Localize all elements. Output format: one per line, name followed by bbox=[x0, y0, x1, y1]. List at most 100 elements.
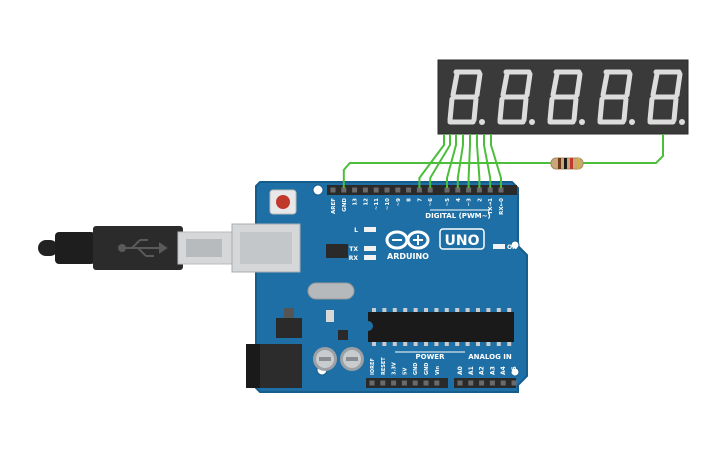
model-badge: UNO bbox=[439, 228, 485, 250]
digital-pin-label: 2 bbox=[477, 198, 483, 202]
segment bbox=[474, 71, 483, 98]
power-pin-label: 3.3V bbox=[392, 362, 398, 375]
power-pin[interactable] bbox=[423, 380, 429, 386]
header-pin[interactable] bbox=[416, 187, 422, 193]
analog-pin-label: A5 bbox=[511, 366, 518, 375]
display-wire bbox=[467, 134, 471, 188]
digital-pin-label: 8 bbox=[407, 198, 413, 202]
display-wire bbox=[418, 134, 445, 188]
header-pin[interactable] bbox=[373, 187, 379, 193]
header-pin[interactable] bbox=[487, 187, 493, 193]
header-pin[interactable] bbox=[395, 187, 401, 193]
segment bbox=[497, 96, 505, 123]
chip-pin bbox=[392, 308, 397, 312]
led-l: L bbox=[354, 227, 376, 234]
digital-pin-label: ~3 bbox=[467, 198, 473, 207]
analog-pin[interactable] bbox=[511, 380, 517, 386]
analog-pin[interactable] bbox=[479, 380, 485, 386]
header-pin[interactable] bbox=[466, 187, 472, 193]
chip-pin bbox=[486, 308, 491, 312]
chip-pin bbox=[486, 342, 491, 346]
capacitor bbox=[340, 347, 364, 371]
digital-pin-label: 12 bbox=[363, 198, 369, 206]
usb-cable[interactable] bbox=[38, 226, 234, 270]
digit: 8. bbox=[597, 69, 635, 125]
display-wire bbox=[483, 134, 492, 188]
analog-pin[interactable] bbox=[500, 380, 506, 386]
chip-pin bbox=[444, 342, 449, 346]
mounting-hole bbox=[510, 240, 520, 250]
decimal-point bbox=[679, 119, 685, 125]
header-pin[interactable] bbox=[362, 187, 368, 193]
digital-pin-label: TX→1 bbox=[488, 198, 494, 215]
decimal-point bbox=[479, 119, 485, 125]
power-pin[interactable] bbox=[391, 380, 397, 386]
mounting-hole bbox=[510, 367, 520, 377]
analog-pin-label: A0 bbox=[457, 366, 464, 375]
header-pin[interactable] bbox=[498, 187, 504, 193]
segment bbox=[574, 71, 583, 98]
power-header-label: POWER bbox=[416, 353, 446, 361]
digital-pin-label: ~10 bbox=[385, 198, 391, 210]
decimal-point bbox=[629, 119, 635, 125]
digital-pin-label: 13 bbox=[353, 198, 359, 206]
header-pin[interactable] bbox=[352, 187, 358, 193]
digit: 8. bbox=[647, 69, 685, 125]
segment bbox=[647, 96, 655, 123]
digital-header-label: DIGITAL (PWM~) bbox=[425, 212, 490, 220]
digital-pin-label: ~6 bbox=[428, 198, 434, 207]
reset-button[interactable] bbox=[269, 189, 297, 215]
seven-segment-display[interactable]: 8.8.8.8.8. bbox=[0, 0, 689, 135]
chip-pin bbox=[476, 342, 480, 346]
segment bbox=[650, 71, 660, 98]
header-pin[interactable] bbox=[444, 187, 450, 193]
arduino-logo-icon bbox=[385, 230, 430, 250]
chip-pin bbox=[424, 308, 428, 312]
header-pin[interactable] bbox=[427, 187, 433, 193]
digital-pin-label: 4 bbox=[456, 198, 462, 202]
voltage-regulator bbox=[276, 308, 302, 338]
header-pin[interactable] bbox=[476, 187, 482, 193]
power-pin-label: IOREF bbox=[370, 358, 376, 375]
segment bbox=[450, 71, 460, 98]
brand-label: ARDUINO bbox=[387, 252, 429, 261]
header-pin[interactable] bbox=[341, 187, 347, 193]
analog-header[interactable] bbox=[454, 378, 517, 388]
chip-pins bbox=[372, 308, 512, 346]
digit: 8. bbox=[447, 69, 485, 125]
segment bbox=[597, 96, 605, 123]
crystal-oscillator bbox=[307, 282, 355, 300]
segment bbox=[471, 96, 479, 123]
display-digits: 8.8.8.8.8. bbox=[447, 69, 685, 125]
power-pin[interactable] bbox=[369, 380, 375, 386]
usb-cable-end bbox=[38, 240, 58, 256]
power-pin[interactable] bbox=[412, 380, 418, 386]
chip-pin bbox=[424, 342, 428, 346]
led-on: ON bbox=[493, 244, 517, 251]
chip-pin bbox=[434, 342, 439, 346]
power-pin[interactable] bbox=[401, 380, 407, 386]
power-pin-label: GND bbox=[424, 363, 430, 375]
power-header[interactable] bbox=[366, 378, 448, 388]
digital-header[interactable] bbox=[327, 185, 517, 195]
small-chip bbox=[338, 330, 348, 340]
header-pin[interactable] bbox=[455, 187, 461, 193]
analog-pin[interactable] bbox=[457, 380, 463, 386]
header-pin[interactable] bbox=[330, 187, 336, 193]
analog-pin[interactable] bbox=[489, 380, 495, 386]
power-pin[interactable] bbox=[380, 380, 386, 386]
chip-pin bbox=[403, 342, 408, 346]
digit: 8. bbox=[497, 69, 535, 125]
arduino-uno-board[interactable]: L TX RX ON ARDUINO UNO bbox=[231, 181, 528, 393]
analog-pin-label: A2 bbox=[479, 366, 486, 375]
chip-pin bbox=[465, 342, 470, 346]
header-pin[interactable] bbox=[384, 187, 390, 193]
power-pin[interactable] bbox=[434, 380, 440, 386]
resistor[interactable] bbox=[550, 157, 584, 170]
display-wire bbox=[490, 134, 502, 188]
chip-pin bbox=[476, 308, 480, 312]
chip-pin bbox=[455, 342, 460, 346]
header-pin[interactable] bbox=[406, 187, 412, 193]
analog-pin[interactable] bbox=[468, 380, 474, 386]
